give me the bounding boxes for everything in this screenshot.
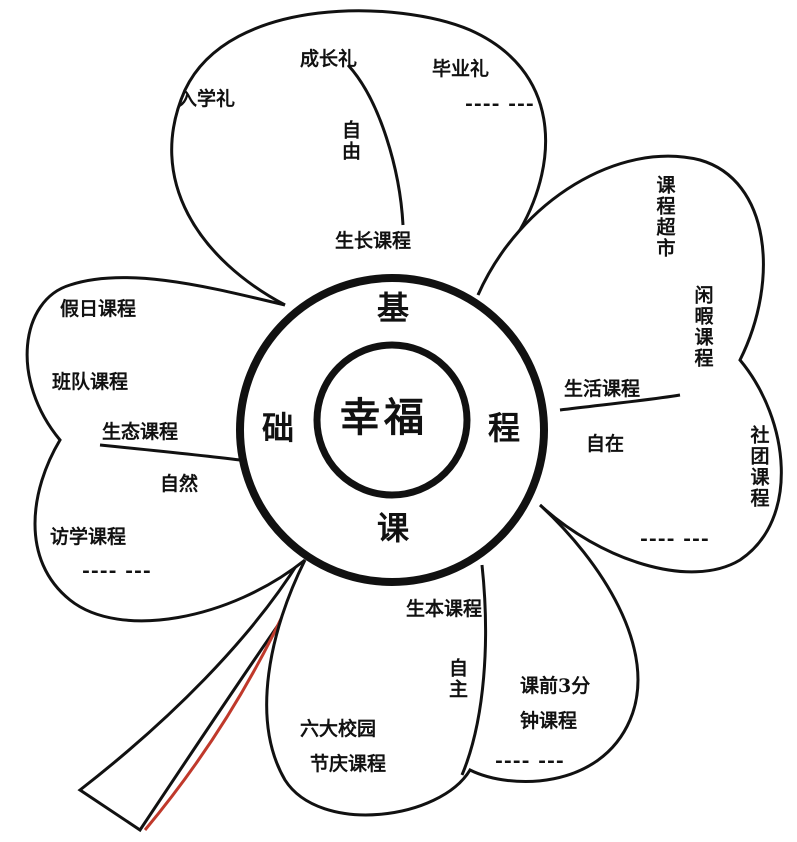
petal-right-title: 生活课程: [564, 378, 641, 400]
branch-line-left: [99, 443, 241, 462]
petal-right: [476, 154, 783, 574]
ring-left-label: 础: [262, 409, 295, 447]
petal-right-item-3: 社团课程: [747, 425, 770, 509]
petal-bottom-item-4: 钟课程: [520, 710, 578, 732]
petal-top-item-1: 入学礼: [178, 88, 236, 110]
inner-ring: [313, 341, 471, 499]
stem-outline: [77, 558, 323, 833]
ring-bottom-label: 课: [377, 509, 410, 547]
branch-line-right: [559, 393, 681, 412]
petal-top-title: 生长课程: [335, 230, 412, 252]
center-label: 幸福: [340, 394, 428, 441]
petal-top-item-2: 成长礼: [300, 48, 358, 70]
branch-line-bottom: [460, 564, 488, 776]
petal-left-title: 生态课程: [102, 421, 179, 443]
petal-right-branch: 自在: [586, 433, 625, 455]
petal-left-more: ---- ---: [82, 560, 152, 582]
petal-left: [25, 276, 306, 623]
petal-top-branch: 自由: [339, 120, 361, 162]
petal-bottom-item-1: 六大校园: [300, 718, 377, 740]
petal-left-item-1: 假日课程: [60, 298, 137, 320]
ring-right-label: 程: [488, 409, 521, 447]
petal-bottom-title: 生本课程: [406, 598, 483, 620]
petal-right-item-2: 闲暇课程: [691, 285, 714, 369]
petal-right-more: ---- ---: [640, 528, 710, 550]
petal-bottom-item-3: 课前3分: [520, 675, 591, 697]
branch-line-top: [346, 63, 405, 226]
petal-bottom-more: ---- ---: [495, 750, 565, 772]
petal-bottom-item-2: 节庆课程: [310, 753, 387, 775]
petal-right-item-1: 课程超市: [653, 175, 676, 259]
petal-top-item-3: 毕业礼: [432, 58, 490, 80]
petal-top-more: ---- ---: [465, 93, 535, 115]
petal-bottom-branch: 自主: [446, 658, 468, 700]
petal-left-branch: 自然: [160, 473, 199, 495]
petal-left-item-2: 班队课程: [52, 371, 129, 393]
petal-left-item-3: 访学课程: [50, 526, 127, 548]
ring-top-label: 基: [377, 289, 410, 327]
